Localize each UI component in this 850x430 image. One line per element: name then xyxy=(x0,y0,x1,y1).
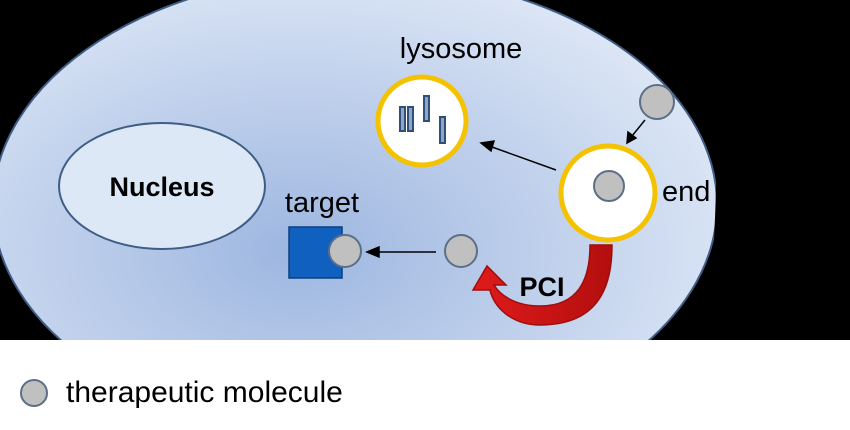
nucleus xyxy=(58,122,266,250)
molecule-on-target xyxy=(328,234,362,268)
legend-panel: therapeutic molecule xyxy=(0,340,850,430)
endosome-label: end xyxy=(662,176,710,208)
legend-label: therapeutic molecule xyxy=(66,376,343,409)
target-label: target xyxy=(285,187,359,219)
molecule-in-endosome xyxy=(593,170,625,202)
molecule-legend-icon xyxy=(20,379,48,407)
molecule-outside xyxy=(639,84,675,120)
delivery-arrow xyxy=(365,245,436,259)
lysosome-fragments xyxy=(399,95,446,144)
lysosome-label: lysosome xyxy=(400,33,523,65)
nucleus-label: Nucleus xyxy=(109,172,214,202)
pci-label: PCI xyxy=(519,272,564,302)
released-molecule xyxy=(444,234,478,268)
uptake-arrow xyxy=(626,119,646,145)
legend-item: therapeutic molecule xyxy=(20,378,343,408)
pci-arrow xyxy=(471,244,613,326)
lysosome xyxy=(375,74,469,168)
degradation-arrow xyxy=(479,140,557,171)
